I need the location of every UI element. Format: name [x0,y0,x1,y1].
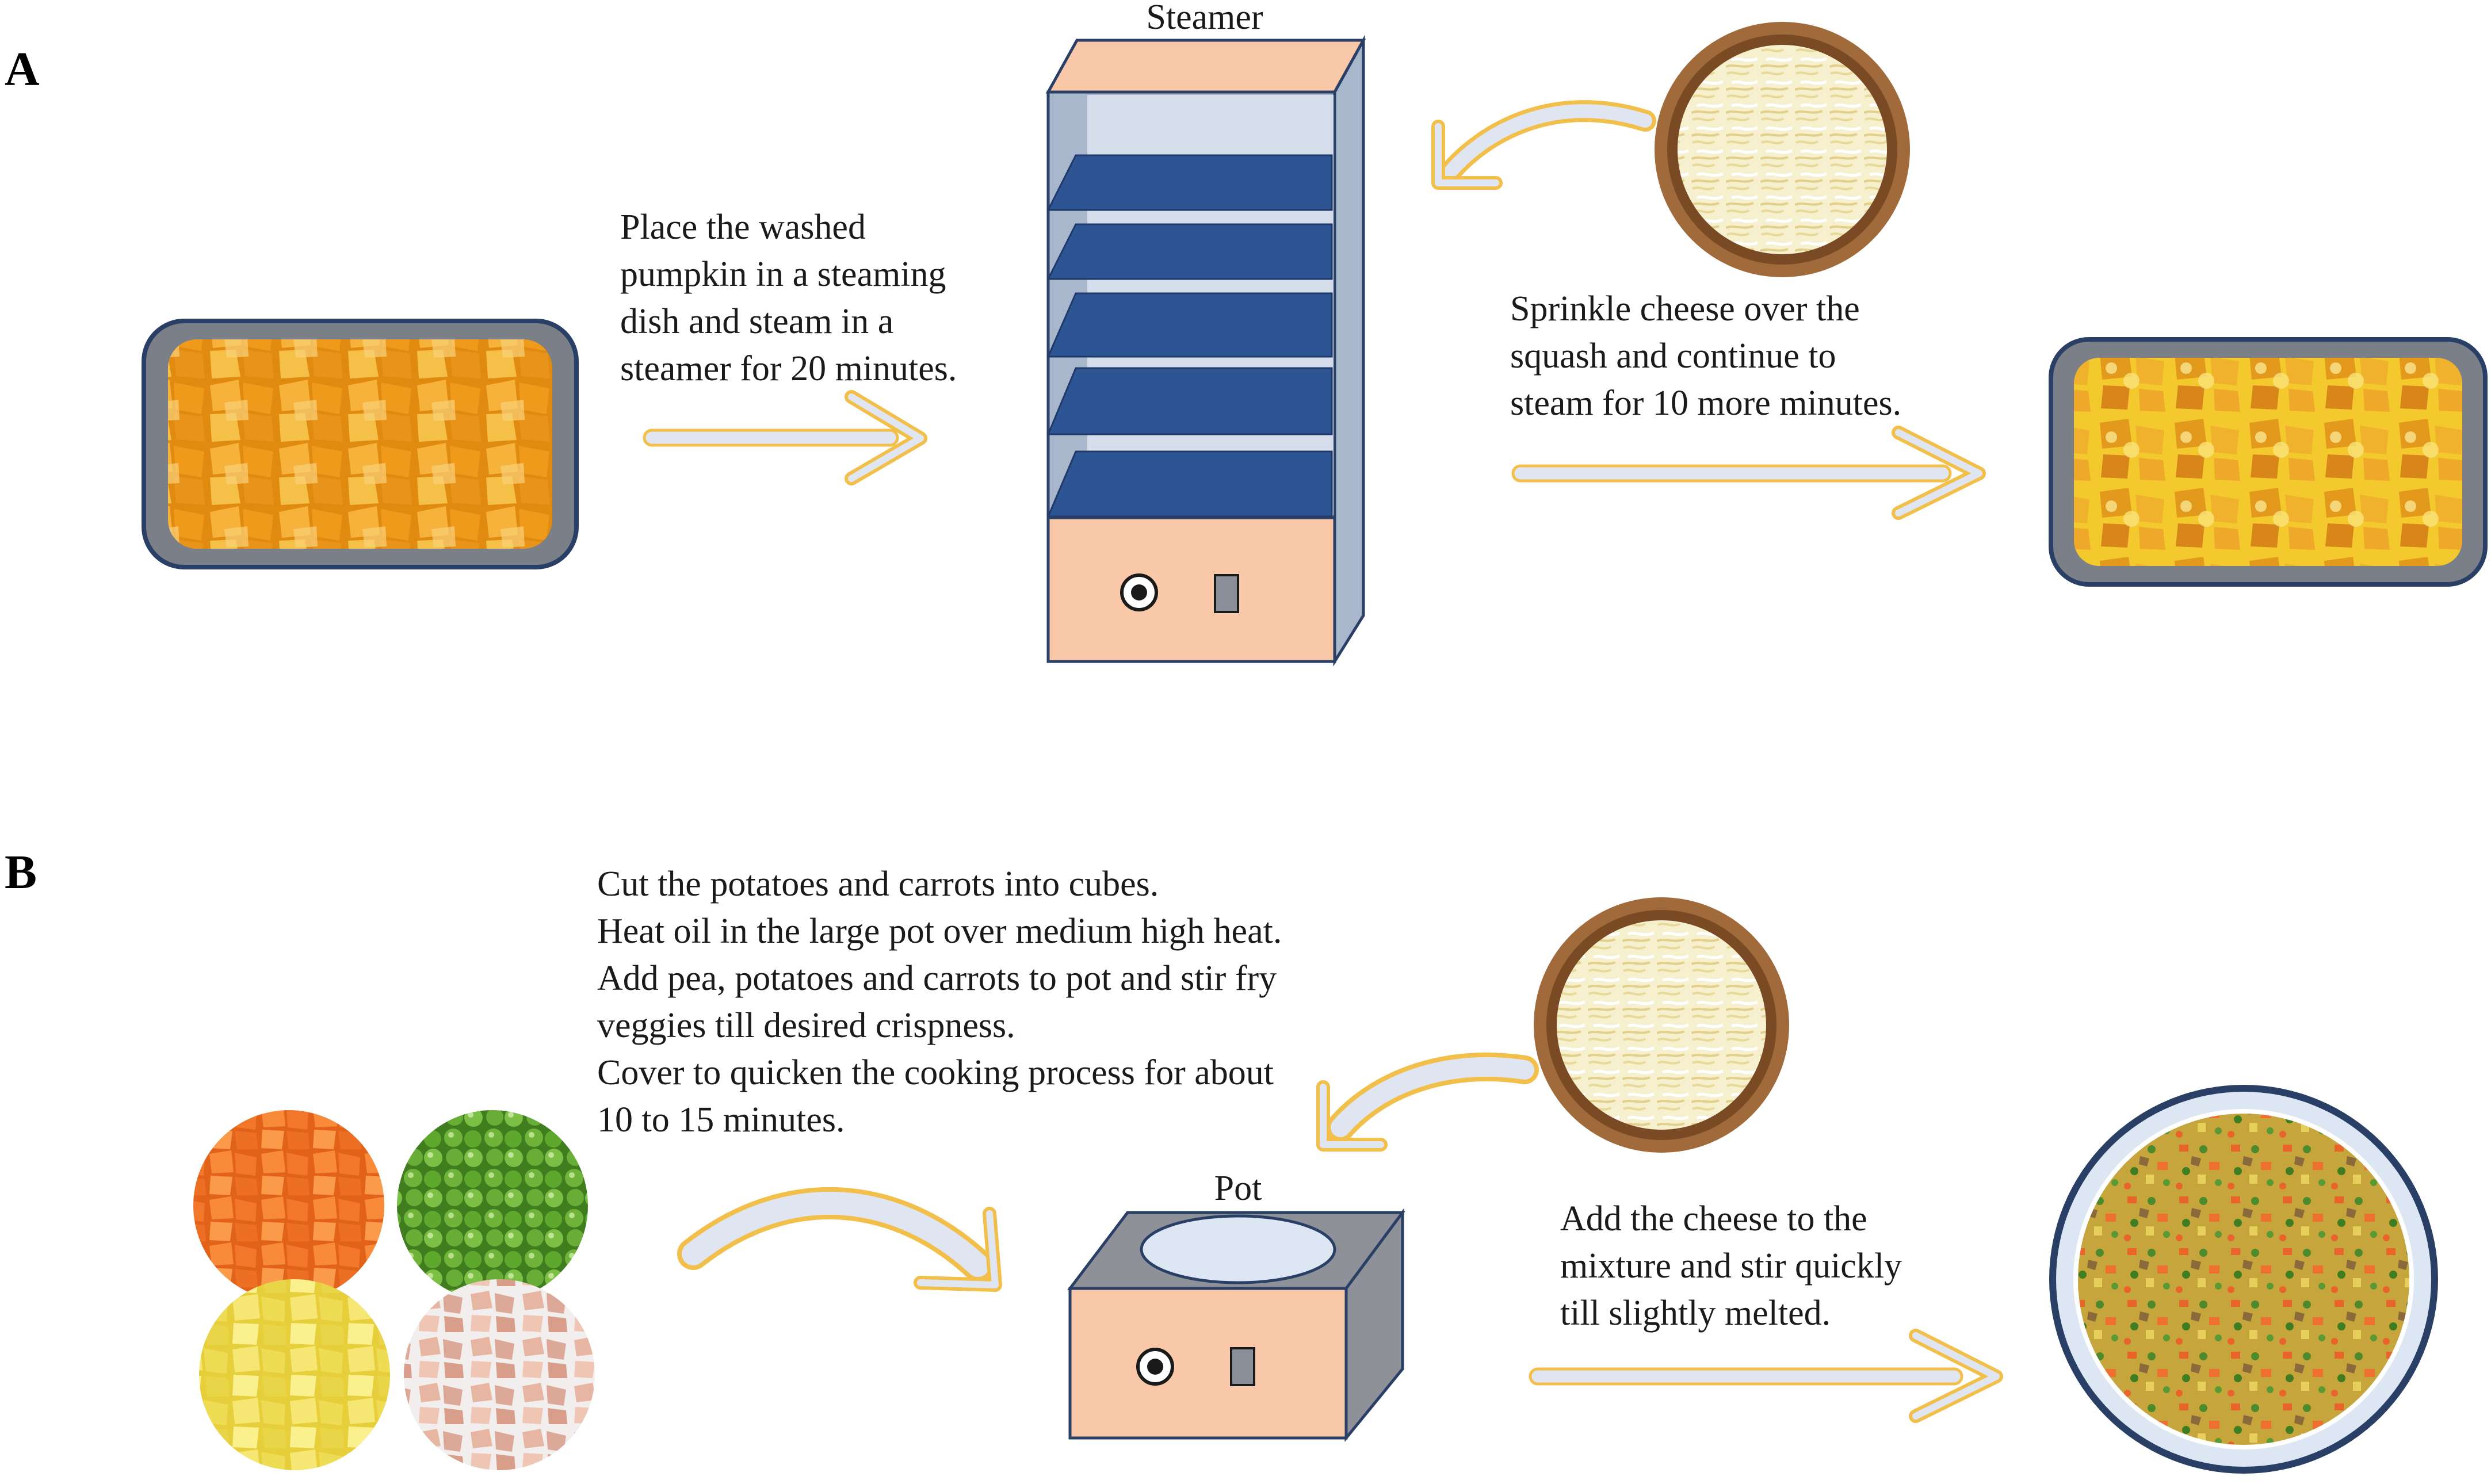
pumpkin-dish-icon [142,319,579,569]
stew-plate-icon [2049,1085,2438,1474]
step-b2-text: Add the cheese to the mixture and stir q… [1560,1195,1902,1337]
step-b2-line: mixture and stir quickly [1560,1246,1902,1286]
step-a2-line: squash and continue to [1510,336,1836,376]
step-b1-line: veggies till desired crispness. [597,1006,1015,1045]
step-b1-line: Cut the potatoes and carrots into cubes. [597,865,1159,904]
step-a1-line: steamer for 20 minutes. [620,349,957,388]
step-a1-line: dish and steam in a [620,302,894,341]
arrow-a-cheese [1431,100,1656,190]
arrow-b1 [677,1187,1002,1292]
chicken-icon [404,1279,595,1470]
step-b1-line: 10 to 15 minutes. [597,1100,845,1139]
cheese-bowl-icon [1655,22,1910,277]
arrow-a2 [1511,426,1986,520]
step-a1-line: Place the washed [620,208,866,247]
panel-label-b: B [5,846,37,899]
cheesy-pumpkin-dish-icon [2049,337,2488,587]
panel-label-a: A [5,43,40,96]
arrow-a1 [643,390,927,485]
step-b1-text: Cut the potatoes and carrots into cubes.… [597,860,1282,1143]
arrow-b-cheese [1316,1052,1539,1152]
step-a2-line: Sprinkle cheese over the [1510,289,1860,328]
potato-icon [199,1279,390,1470]
step-a1-line: pumpkin in a steaming [620,255,946,294]
arrow-b2 [1529,1329,2003,1423]
steamer-icon [1045,35,1366,667]
step-b2-line: Add the cheese to the [1560,1199,1867,1238]
pot-label: Pot [1214,1169,1262,1208]
step-b1-line: Cover to quicken the cooking process for… [597,1053,1274,1092]
step-b2-line: till slightly melted. [1560,1294,1831,1333]
step-a1-text: Place the washed pumpkin in a steaming d… [620,204,957,392]
pea-icon [397,1110,588,1301]
steamer-label: Steamer [1146,0,1263,37]
carrot-icon [193,1110,384,1301]
cheese-bowl-icon-b [1534,897,1789,1153]
step-b1-line: Heat oil in the large pot over medium hi… [597,912,1282,951]
step-b1-line: Add pea, potatoes and carrots to pot and… [597,959,1277,998]
step-a2-text: Sprinkle cheese over the squash and cont… [1510,285,1901,427]
pot-icon [1067,1208,1405,1443]
step-a2-line: steam for 10 more minutes. [1510,384,1902,423]
